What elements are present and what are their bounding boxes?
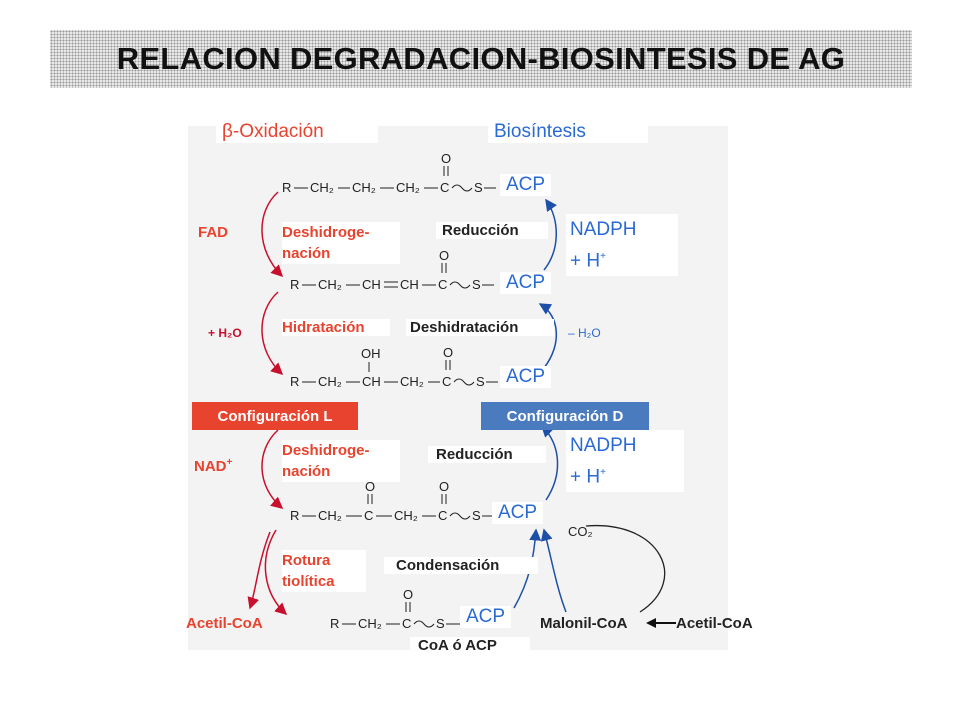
arrow-acetyl-coa-release: [247, 531, 271, 610]
condensation-label: Condensación: [384, 557, 538, 574]
dehydrogenation-1-label: Deshidroge- nación: [282, 222, 400, 264]
chem-ch2: CH₂: [318, 277, 342, 292]
chem-c: C: [440, 180, 449, 195]
config-l-box: Configuración L: [192, 402, 358, 430]
arrow-oxidation-2: [261, 429, 284, 509]
arrow-malonyl-input: [540, 528, 567, 613]
enoyl-compound: R CH₂ CH CH C O S: [290, 248, 494, 292]
nadph-2-line1: NADPH: [570, 435, 637, 456]
chem-s: S: [436, 616, 445, 631]
arrow-dehydration: [538, 303, 557, 369]
acetyl-coa-product-label: Acetil-CoA: [186, 615, 263, 632]
nadph-2-h: + H: [570, 466, 601, 488]
arrow-hydration: [261, 291, 284, 376]
arrowhead-carboxylation: [646, 618, 656, 628]
chem-c: C: [402, 616, 411, 631]
chem-ch2: CH₂: [318, 374, 342, 389]
plus-water-label: + H₂O: [208, 326, 242, 340]
nadph-label-1: NADPH + H+: [566, 214, 678, 277]
dehydrogenation-2-line2: nación: [282, 463, 331, 480]
ketoacyl-compound: R CH₂ C O CH₂ C O S: [290, 479, 494, 523]
acp-label-4: ACP: [492, 502, 544, 524]
chem-c: C: [438, 277, 447, 292]
acp-label-5: ACP: [460, 606, 512, 628]
chem-r: R: [290, 508, 299, 523]
nadph-2-line2: + H+: [570, 459, 676, 490]
chem-s: S: [472, 277, 481, 292]
chem-ch: CH: [400, 277, 419, 292]
fad-label: FAD: [198, 224, 228, 241]
dehydrogenation-2-label: Deshidroge- nación: [282, 440, 400, 482]
chem-ch2: CH₂: [318, 508, 342, 523]
chem-ch: CH: [362, 277, 381, 292]
nadph-label-2: NADPH + H+: [566, 430, 684, 493]
nad-sup: +: [226, 457, 233, 468]
chem-ch: CH: [362, 374, 381, 389]
hydroxyacyl-compound: R CH₂ CH OH CH₂ C O S: [290, 345, 498, 389]
arrow-co2-release: [585, 525, 666, 613]
acp-label-1: ACP: [500, 174, 552, 196]
chem-ch2: CH₂: [394, 508, 418, 523]
chem-o: O: [439, 479, 449, 494]
dehydrogenation-2-line1: Deshidroge-: [282, 442, 370, 459]
chem-r: R: [282, 180, 291, 195]
title-bar: RELACION DEGRADACION-BIOSINTESIS DE AG: [50, 30, 912, 88]
shortened-acyl-compound: R CH₂ C O S: [330, 587, 460, 631]
arrow-reduction-2: [540, 424, 559, 501]
thiolysis-line2: tiolítica: [282, 573, 335, 590]
biosynthesis-heading: Biosíntesis: [488, 121, 648, 143]
chem-ch2: CH₂: [396, 180, 420, 195]
chem-r: R: [290, 374, 299, 389]
chem-o: O: [441, 151, 451, 166]
hydration-label: Hidratación: [282, 319, 390, 336]
dehydrogenation-1-line1: Deshidroge-: [282, 224, 370, 241]
nadph-1-line1: NADPH: [570, 219, 637, 240]
slide-title: RELACION DEGRADACION-BIOSINTESIS DE AG: [116, 41, 846, 76]
acyl-compound-1: R CH₂ CH₂ CH₂ C O S: [282, 151, 496, 195]
dehydration-label: Deshidratación: [406, 319, 554, 336]
beta-oxidation-heading: β-Oxidación: [216, 121, 378, 143]
thiolysis-label: Rotura tiolítica: [282, 550, 366, 592]
acetyl-coa-substrate-label: Acetil-CoA: [676, 615, 753, 632]
chem-s: S: [476, 374, 485, 389]
chem-o: O: [439, 248, 449, 263]
nad-label: NAD+: [194, 457, 232, 475]
chem-r: R: [330, 616, 339, 631]
acp-label-3: ACP: [500, 366, 552, 388]
config-d-box: Configuración D: [481, 402, 649, 430]
dehydrogenation-1-line2: nación: [282, 245, 331, 262]
nadph-1-sup: +: [600, 251, 606, 262]
chem-s: S: [472, 508, 481, 523]
chem-ch2: CH₂: [352, 180, 376, 195]
chem-ch2: CH₂: [358, 616, 382, 631]
thiolysis-line1: Rotura: [282, 552, 331, 569]
malonyl-coa-label: Malonil-CoA: [540, 615, 628, 632]
chem-o: O: [443, 345, 453, 360]
chem-o: O: [403, 587, 413, 602]
chem-ch2: CH₂: [310, 180, 334, 195]
chem-s: S: [474, 180, 483, 195]
nadph-2-sup: +: [600, 467, 606, 478]
chem-oh: OH: [361, 346, 381, 361]
arrow-reduction-1: [543, 198, 557, 271]
nadph-1-h: + H: [570, 250, 601, 272]
minus-water-label: – H₂O: [568, 326, 601, 340]
chem-c: C: [438, 508, 447, 523]
chem-c: C: [442, 374, 451, 389]
arrow-oxidation-1: [261, 191, 284, 278]
chem-c: C: [364, 508, 373, 523]
chem-o: O: [365, 479, 375, 494]
nadph-1-line2: + H+: [570, 243, 670, 274]
chem-ch2: CH₂: [400, 374, 424, 389]
arrow-thiolysis: [264, 529, 288, 616]
nad-text: NAD: [194, 458, 227, 475]
reduction-2-label: Reducción: [428, 446, 546, 463]
coa-or-acp-label: CoA ó ACP: [410, 637, 530, 654]
chem-r: R: [290, 277, 299, 292]
co2-label: CO₂: [568, 524, 593, 539]
reduction-1-label: Reducción: [436, 222, 548, 239]
acp-label-2: ACP: [500, 272, 552, 294]
